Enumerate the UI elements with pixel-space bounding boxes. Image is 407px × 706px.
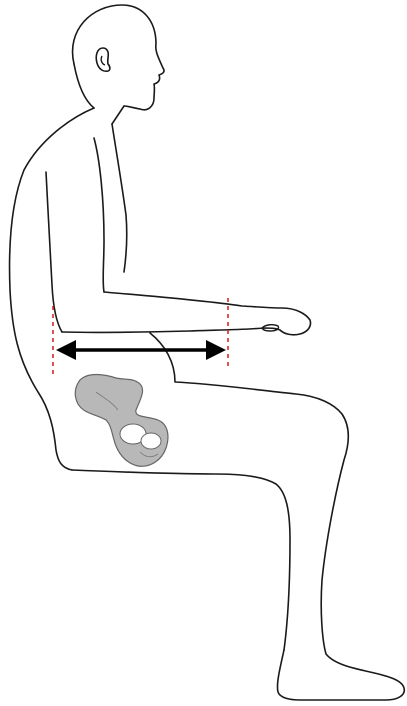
- ear-icon: [96, 48, 110, 71]
- neck-front-outline: [112, 106, 124, 124]
- chest-outline: [112, 124, 127, 272]
- abdomen-thigh-outline: [150, 333, 404, 700]
- neck-back-outline: [74, 64, 94, 108]
- double-arrow-icon: [56, 340, 226, 360]
- forearm-hand-outline: [62, 292, 311, 335]
- upper-arm-front-outline: [94, 138, 104, 292]
- head-outline: [73, 5, 165, 110]
- upper-arm-back-outline: [46, 172, 62, 332]
- pelvis-icon: [75, 375, 168, 467]
- thigh-underside-outline: [72, 470, 290, 650]
